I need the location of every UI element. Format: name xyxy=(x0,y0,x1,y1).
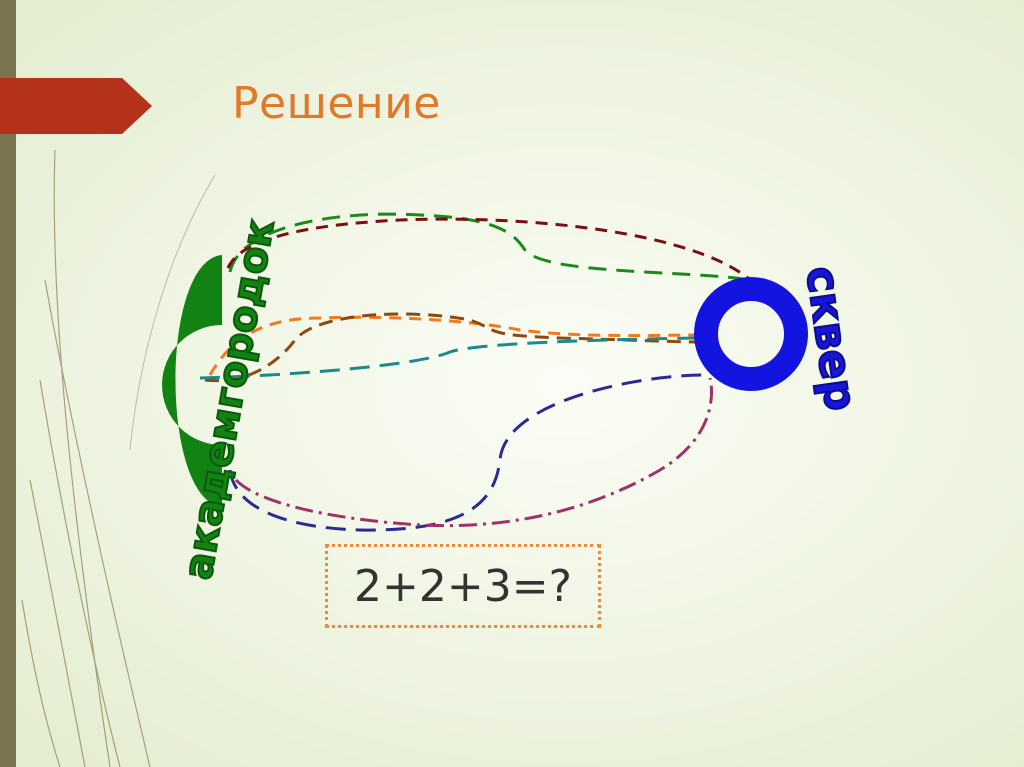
route-orange xyxy=(208,315,701,376)
route-purple xyxy=(234,377,714,528)
route-brown xyxy=(204,312,701,383)
slide-title: Решение xyxy=(232,78,441,129)
route-navy xyxy=(228,373,706,532)
square-marker xyxy=(694,277,808,391)
academgorodok-marker xyxy=(162,255,222,507)
route-green xyxy=(228,212,751,282)
left-accent-bar xyxy=(0,0,16,767)
title-flag xyxy=(0,78,152,134)
answer-text: 2+2+3=? xyxy=(354,560,572,612)
route-darkred xyxy=(226,217,758,287)
answer-box: 2+2+3=? xyxy=(325,544,601,628)
route-teal xyxy=(199,336,701,380)
